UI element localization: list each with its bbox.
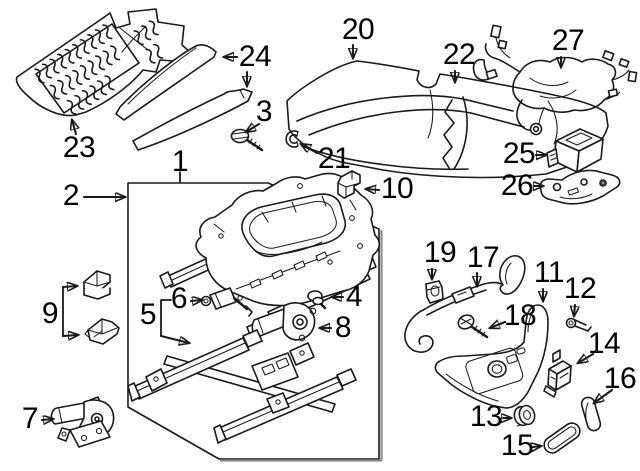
callout-13[interactable]: 13 xyxy=(469,400,503,433)
callout-4[interactable]: 4 xyxy=(345,280,363,313)
part-16-trim-cap-drawing xyxy=(580,396,602,432)
callout-5[interactable]: 5 xyxy=(139,298,157,331)
part-7-motor-drawing xyxy=(50,396,115,448)
part-20-seat-cushion-drawing xyxy=(286,60,609,179)
part-3-bolt-drawing xyxy=(230,128,264,152)
callout-6[interactable]: 6 xyxy=(170,282,188,315)
callout-17[interactable]: 17 xyxy=(466,241,500,274)
part-26-module-bracket-drawing xyxy=(539,169,621,205)
box-shadow xyxy=(219,229,383,462)
part-4-screw-drawing xyxy=(307,290,327,310)
part-18-screw-drawing xyxy=(457,314,489,339)
callout-9[interactable]: 9 xyxy=(41,297,59,330)
callout-21[interactable]: 21 xyxy=(317,142,351,175)
part-6-actuator-drawing xyxy=(200,287,253,317)
callout-2[interactable]: 2 xyxy=(62,179,80,212)
part-13-knob-drawing xyxy=(513,404,536,427)
part-9-clips-drawing xyxy=(83,270,120,345)
part-10-clip-drawing xyxy=(337,170,361,199)
part-23-heater-pad-drawing xyxy=(15,8,191,117)
part-11-side-shield-drawing xyxy=(434,304,549,409)
callout-22[interactable]: 22 xyxy=(442,38,476,71)
callout-14[interactable]: 14 xyxy=(587,327,621,360)
callout-26[interactable]: 26 xyxy=(500,169,534,202)
callout-12[interactable]: 12 xyxy=(563,272,597,305)
callout-15[interactable]: 15 xyxy=(500,429,534,462)
callout-18[interactable]: 18 xyxy=(503,299,537,332)
part-25-control-module-drawing xyxy=(546,128,604,173)
part-15-handle-cover-drawing xyxy=(543,422,581,454)
callout-23[interactable]: 23 xyxy=(62,131,96,164)
callout-24[interactable]: 24 xyxy=(238,40,272,73)
part-19-clip-drawing xyxy=(425,280,444,304)
part-27-wiring-harness-drawing xyxy=(472,24,638,136)
callout-19[interactable]: 19 xyxy=(423,236,457,269)
callout-10[interactable]: 10 xyxy=(380,172,414,205)
part-24-trim-strips-drawing xyxy=(115,44,253,151)
part-21-retaining-ring-drawing xyxy=(285,130,299,148)
part-5-seat-track-drawing xyxy=(127,329,357,444)
callout-16[interactable]: 16 xyxy=(603,362,637,395)
part-14-switch-drawing xyxy=(543,349,572,398)
callout-7[interactable]: 7 xyxy=(21,402,39,435)
part-12-pin-drawing xyxy=(565,317,592,332)
callout-3[interactable]: 3 xyxy=(255,95,273,128)
callout-20[interactable]: 20 xyxy=(341,13,375,46)
part-17-release-lever-drawing xyxy=(404,255,526,353)
callout-27[interactable]: 27 xyxy=(551,24,585,57)
callout-1[interactable]: 1 xyxy=(171,145,189,178)
callout-11[interactable]: 11 xyxy=(533,256,565,289)
callout-arrows xyxy=(40,43,614,447)
callout-25[interactable]: 25 xyxy=(502,137,536,170)
callout-8[interactable]: 8 xyxy=(334,311,352,344)
